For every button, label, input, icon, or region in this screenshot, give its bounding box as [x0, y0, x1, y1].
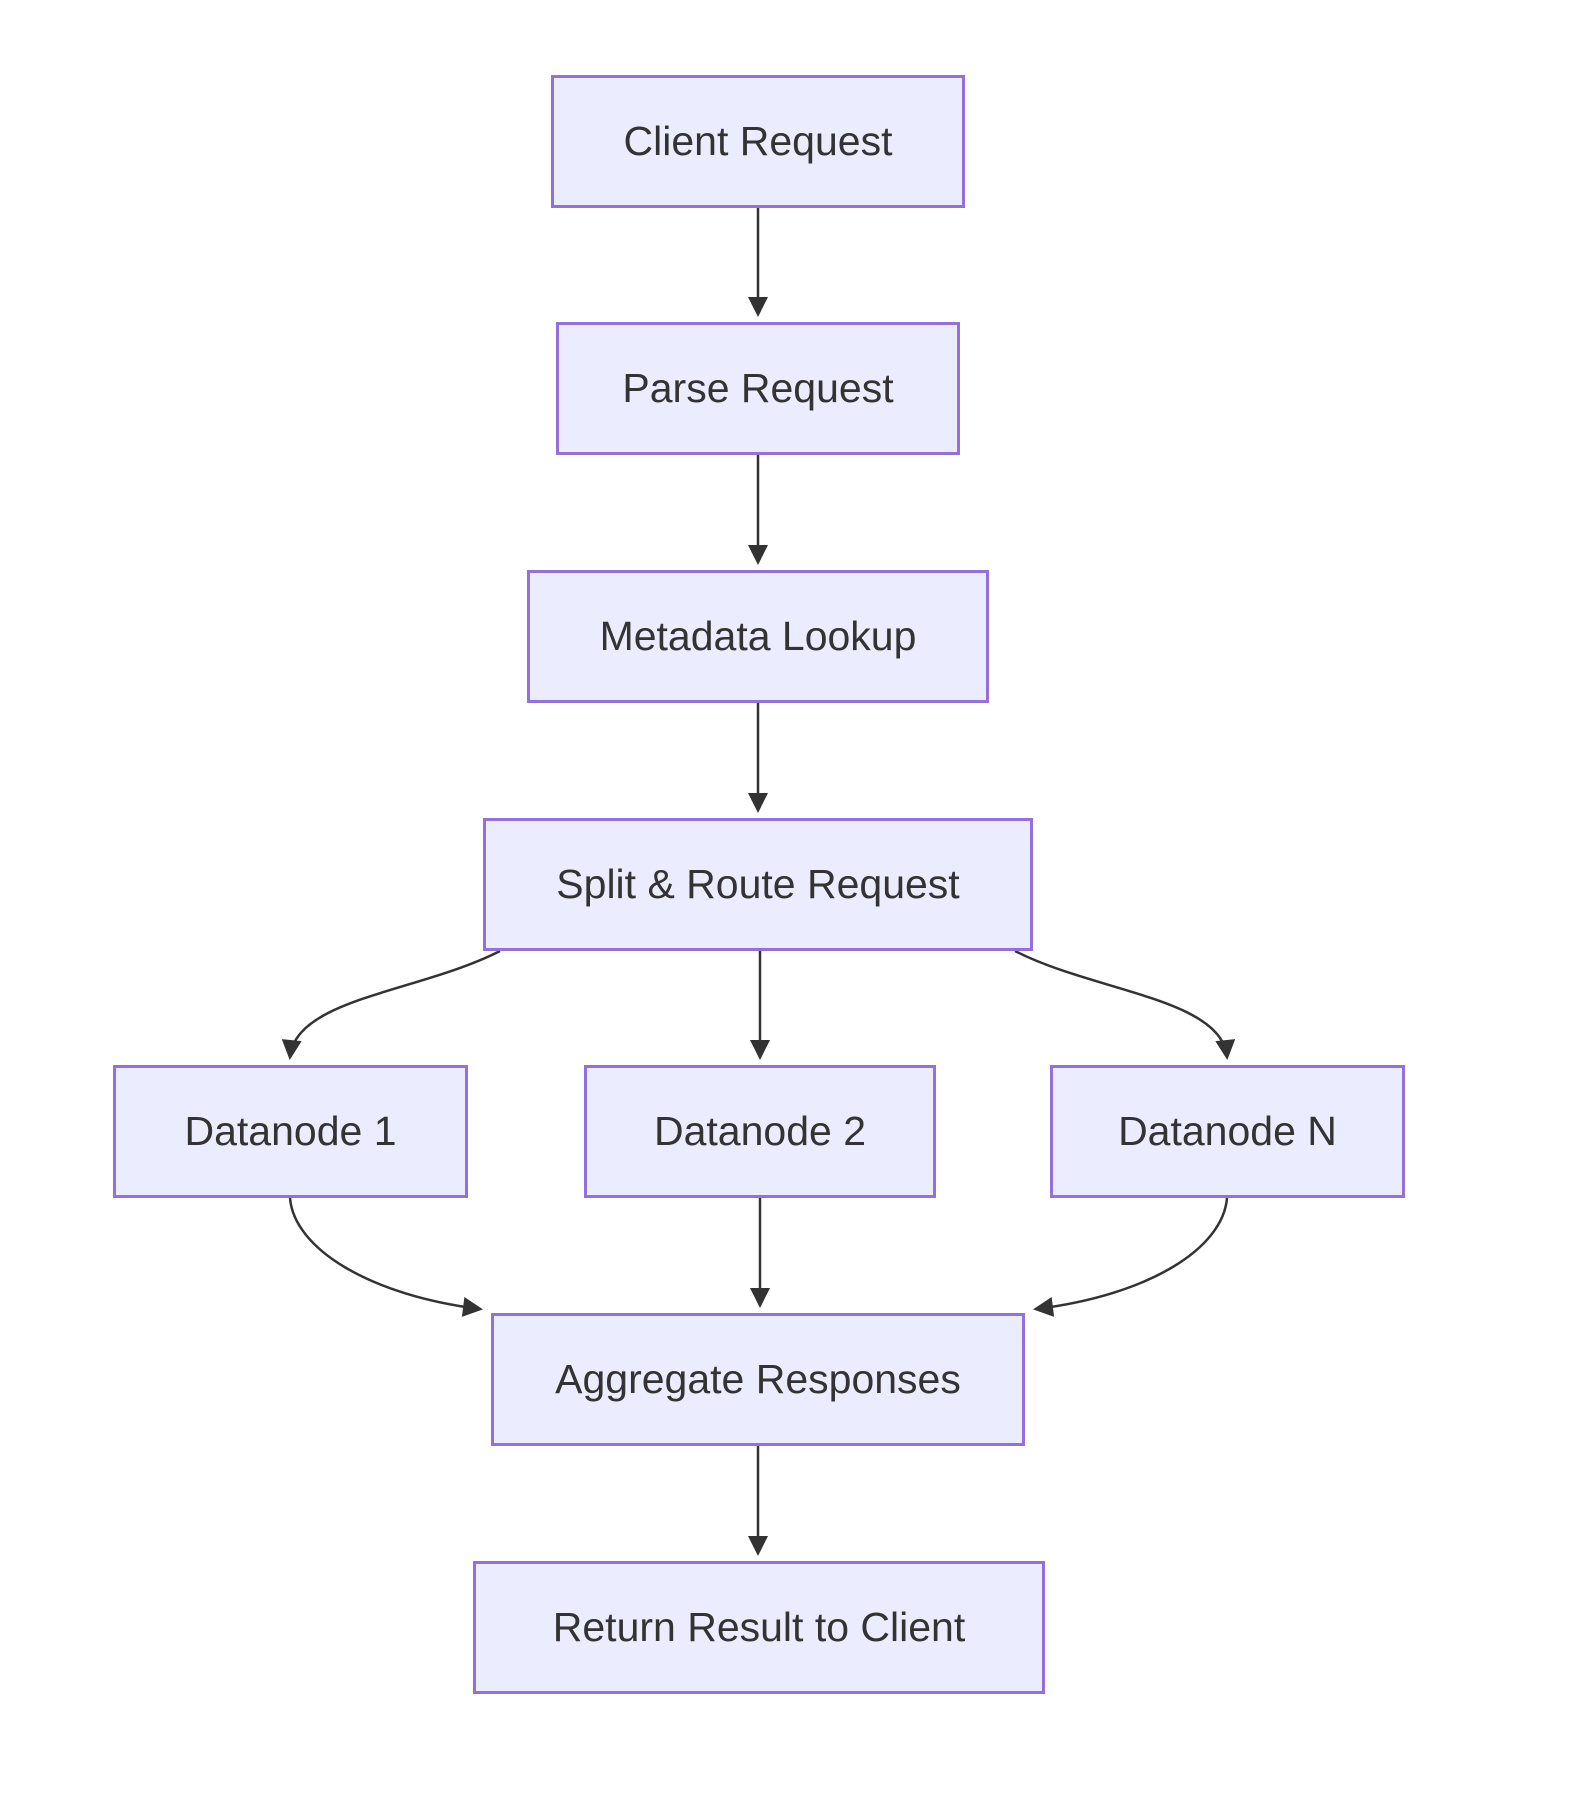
edge-split-to-datanode-1 — [281, 949, 501, 1060]
node-aggregate-responses: Aggregate Responses — [491, 1313, 1025, 1446]
node-parse-request: Parse Request — [556, 322, 960, 455]
node-datanode-2: Datanode 2 — [584, 1065, 936, 1198]
node-datanode-1: Datanode 1 — [113, 1065, 468, 1198]
edge-split-to-datanode-n — [1014, 949, 1236, 1060]
node-client-request: Client Request — [551, 75, 965, 208]
node-split-route-request: Split & Route Request — [483, 818, 1033, 951]
node-metadata-lookup: Metadata Lookup — [527, 570, 989, 703]
node-datanode-n: Datanode N — [1050, 1065, 1405, 1198]
edge-datanode-1-to-aggregate — [288, 1197, 483, 1317]
node-return-result-to-client: Return Result to Client — [473, 1561, 1045, 1694]
edge-datanode-n-to-aggregate — [1033, 1197, 1229, 1317]
